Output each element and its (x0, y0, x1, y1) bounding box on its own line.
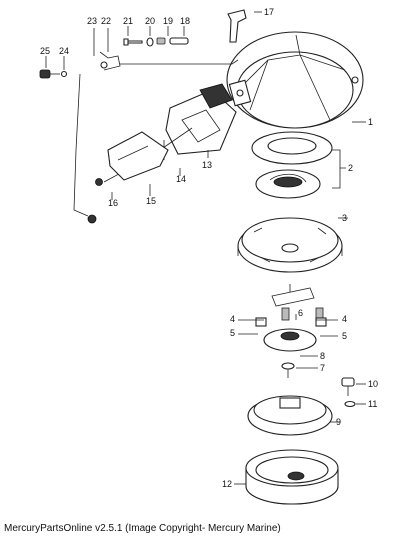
part-recoil-housing[interactable] (226, 31, 364, 129)
part-recoil-spring[interactable] (251, 131, 333, 199)
callout-1: 1 (368, 117, 373, 127)
callout-21: 21 (123, 16, 133, 26)
callout-13: 13 (202, 160, 212, 170)
part-handle-housing[interactable] (165, 83, 237, 155)
callout-8: 8 (320, 351, 325, 361)
part-flywheel[interactable] (245, 449, 339, 505)
callout-4a: 4 (230, 314, 235, 324)
callout-16: 16 (108, 198, 118, 208)
callout-6: 6 (298, 308, 303, 318)
part-linkage-pieces[interactable] (123, 37, 189, 47)
part-pulley[interactable] (237, 217, 343, 273)
callout-labels: 1 2 3 4 4 5 5 6 7 8 9 10 11 12 13 14 15 … (40, 7, 378, 489)
callout-10: 10 (368, 379, 378, 389)
part-bolt-washer[interactable] (341, 377, 356, 408)
part-friction-plate[interactable] (263, 328, 317, 352)
callout-3: 3 (342, 213, 347, 223)
callout-23: 23 (87, 16, 97, 26)
part-pawl-assembly[interactable] (255, 284, 327, 327)
part-rope-handle[interactable] (107, 131, 169, 181)
part-starter-cup[interactable] (247, 395, 333, 436)
leader-lines (45, 11, 366, 485)
callout-11: 11 (368, 399, 377, 409)
callout-17: 17 (264, 7, 274, 17)
callout-24: 24 (59, 46, 69, 56)
callout-2: 2 (348, 163, 353, 173)
callout-5b: 5 (342, 331, 347, 341)
callout-14: 14 (176, 174, 186, 184)
image-caption: MercuryPartsOnline v2.5.1 (Image Copyrig… (4, 523, 281, 534)
callout-5a: 5 (230, 328, 235, 338)
part-small-hardware[interactable] (39, 51, 121, 79)
callout-7: 7 (320, 363, 325, 373)
callout-9: 9 (336, 417, 341, 427)
callout-22: 22 (101, 16, 111, 26)
part-lever[interactable] (227, 9, 247, 43)
callout-25: 25 (40, 46, 50, 56)
callout-4b: 4 (342, 314, 347, 324)
callout-18: 18 (180, 16, 190, 26)
part-rope-anchor[interactable] (95, 178, 103, 186)
callout-20: 20 (145, 16, 155, 26)
callout-15: 15 (146, 196, 156, 206)
callout-19: 19 (163, 16, 173, 26)
part-control-cable[interactable] (73, 59, 239, 224)
callout-12: 12 (222, 479, 232, 489)
part-center-screw[interactable] (281, 362, 295, 378)
